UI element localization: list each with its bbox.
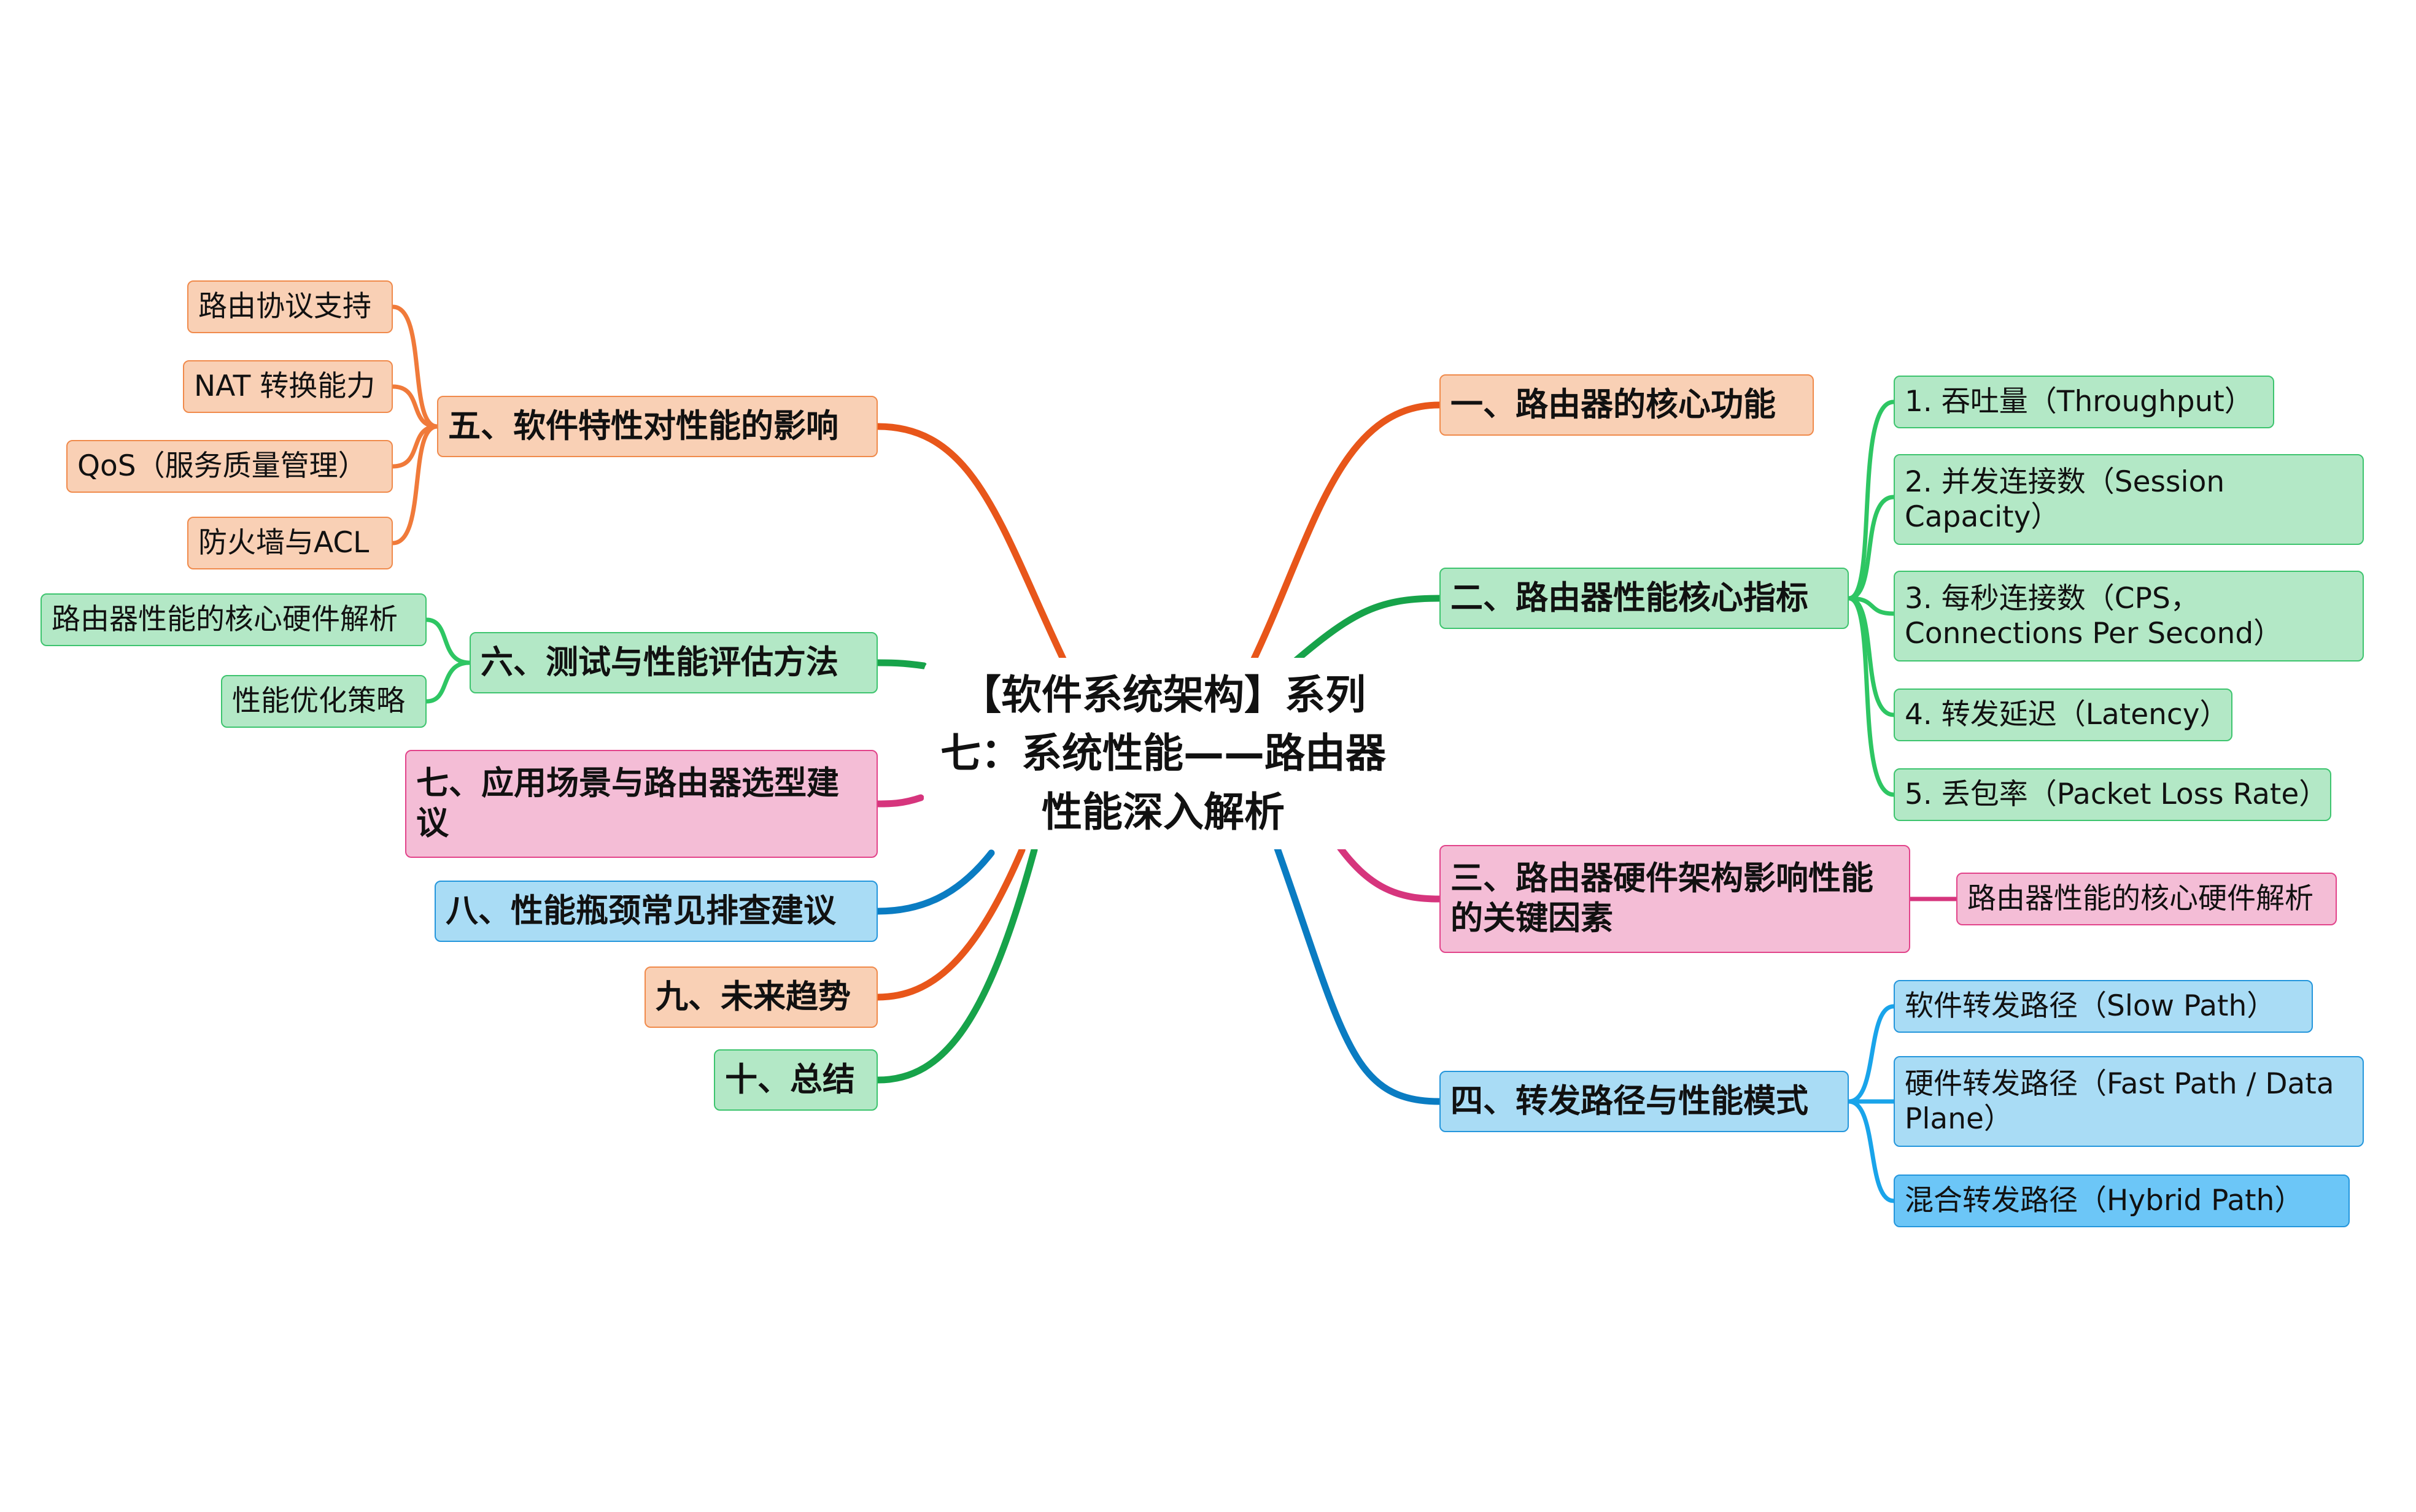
topic-performance-metrics[interactable]: 二、路由器性能核心指标 — [1439, 568, 1849, 629]
leaf-routing-protocols[interactable]: 路由协议支持 — [187, 280, 393, 333]
connector-main-3 — [1331, 837, 1443, 903]
leaf-label: 路由器性能的核心硬件解析 — [1967, 882, 2313, 916]
leaf-label: 路由协议支持 — [198, 290, 371, 324]
topic-label: 四、转发路径与性能模式 — [1450, 1082, 1808, 1120]
topic-label: 七、应用场景与路由器选型建议 — [416, 765, 839, 842]
leaf-throughput[interactable]: 1. 吞吐量（Throughput） — [1894, 376, 2274, 428]
leaf-label: 4. 转发延迟（Latency） — [1905, 698, 2229, 732]
connector-leaf-4-1 — [1846, 1004, 1896, 1104]
connector-leaf-5-4 — [390, 424, 439, 546]
connector-leaf-5-1 — [390, 304, 439, 429]
central-topic-label: 【软件系统架构】系列七：系统性能——路由器性能深入解析 — [940, 671, 1386, 836]
connector-leaf-6-1 — [424, 617, 472, 665]
connector-main-7 — [874, 794, 924, 808]
topic-testing-methods[interactable]: 六、测试与性能评估方法 — [470, 632, 878, 693]
leaf-label: 混合转发路径（Hybrid Path） — [1905, 1184, 2304, 1218]
topic-core-functions[interactable]: 一、路由器的核心功能 — [1439, 374, 1814, 436]
leaf-packet-loss[interactable]: 5. 丢包率（Packet Loss Rate） — [1894, 768, 2331, 821]
leaf-fast-path[interactable]: 硬件转发路径（Fast Path / Data Plane） — [1894, 1056, 2364, 1147]
connector-leaf-5-2 — [390, 384, 439, 429]
leaf-label: 5. 丢包率（Packet Loss Rate） — [1905, 777, 2328, 812]
topic-label: 八、性能瓶颈常见排查建议 — [446, 892, 836, 930]
leaf-label: 2. 并发连接数（Session Capacity） — [1905, 465, 2225, 534]
topic-bottleneck-troubleshooting[interactable]: 八、性能瓶颈常见排查建议 — [435, 881, 878, 942]
leaf-optimization-strategy[interactable]: 性能优化策略 — [221, 675, 427, 728]
leaf-cps[interactable]: 3. 每秒连接数（CPS，Connections Per Second） — [1894, 571, 2364, 662]
leaf-hardware-analysis[interactable]: 路由器性能的核心硬件解析 — [1956, 873, 2337, 925]
connector-main-4 — [1273, 843, 1443, 1105]
leaf-label: 软件转发路径（Slow Path） — [1905, 989, 2276, 1024]
leaf-latency[interactable]: 4. 转发延迟（Latency） — [1894, 688, 2232, 741]
connector-leaf-2-2 — [1846, 495, 1896, 601]
topic-label: 六、测试与性能评估方法 — [481, 643, 838, 681]
topic-label: 十、总结 — [725, 1060, 855, 1098]
leaf-nat[interactable]: NAT 转换能力 — [183, 360, 393, 413]
leaf-label: 3. 每秒连接数（CPS，Connections Per Second） — [1905, 581, 2283, 650]
topic-label: 五、软件特性对性能的影响 — [448, 407, 838, 445]
connector-main-5 — [874, 423, 1069, 666]
leaf-firewall-acl[interactable]: 防火墙与ACL — [187, 517, 393, 569]
topic-software-features[interactable]: 五、软件特性对性能的影响 — [437, 396, 878, 457]
leaf-label: 路由器性能的核心硬件解析 — [52, 603, 398, 637]
connector-leaf-4-3 — [1846, 1099, 1896, 1203]
connector-main-6 — [874, 659, 927, 669]
leaf-hybrid-path[interactable]: 混合转发路径（Hybrid Path） — [1894, 1174, 2350, 1227]
connector-leaf-2-3 — [1846, 596, 1896, 616]
connector-leaf-2-4 — [1846, 596, 1896, 717]
leaf-label: 1. 吞吐量（Throughput） — [1905, 385, 2253, 419]
topic-summary[interactable]: 十、总结 — [714, 1049, 878, 1111]
leaf-session-capacity[interactable]: 2. 并发连接数（Session Capacity） — [1894, 454, 2364, 545]
connector-main-9 — [874, 846, 1026, 1001]
topic-scenarios-selection[interactable]: 七、应用场景与路由器选型建议 — [405, 750, 878, 858]
topic-future-trends[interactable]: 九、未来趋势 — [645, 966, 878, 1028]
leaf-label: 硬件转发路径（Fast Path / Data Plane） — [1905, 1066, 2334, 1136]
leaf-hardware-analysis-left[interactable]: 路由器性能的核心硬件解析 — [41, 593, 427, 646]
connector-main-8 — [874, 849, 995, 915]
central-topic[interactable]: 【软件系统架构】系列七：系统性能——路由器性能深入解析 — [924, 658, 1403, 849]
leaf-slow-path[interactable]: 软件转发路径（Slow Path） — [1894, 980, 2313, 1033]
topic-label: 九、未来趋势 — [656, 978, 851, 1016]
connector-main-1 — [1249, 401, 1443, 666]
connector-main-2 — [1282, 595, 1443, 673]
connector-leaf-5-3 — [390, 424, 439, 469]
topic-hardware-factors[interactable]: 三、路由器硬件架构影响性能的关键因素 — [1439, 845, 1910, 953]
connector-leaf-2-5 — [1846, 596, 1896, 797]
leaf-qos[interactable]: QoS（服务质量管理） — [66, 440, 393, 493]
connector-main-10 — [874, 846, 1038, 1084]
leaf-label: QoS（服务质量管理） — [77, 449, 367, 484]
connector-leaf-2-1 — [1846, 399, 1896, 601]
topic-label: 一、路由器的核心功能 — [1450, 385, 1776, 423]
leaf-label: NAT 转换能力 — [194, 369, 376, 404]
leaf-label: 防火墙与ACL — [198, 526, 370, 560]
connector-leaf-6-2 — [424, 660, 472, 704]
leaf-label: 性能优化策略 — [232, 684, 405, 719]
topic-label: 二、路由器性能核心指标 — [1450, 579, 1808, 617]
topic-forwarding-paths[interactable]: 四、转发路径与性能模式 — [1439, 1071, 1849, 1132]
topic-label: 三、路由器硬件架构影响性能的关键因素 — [1450, 860, 1873, 937]
